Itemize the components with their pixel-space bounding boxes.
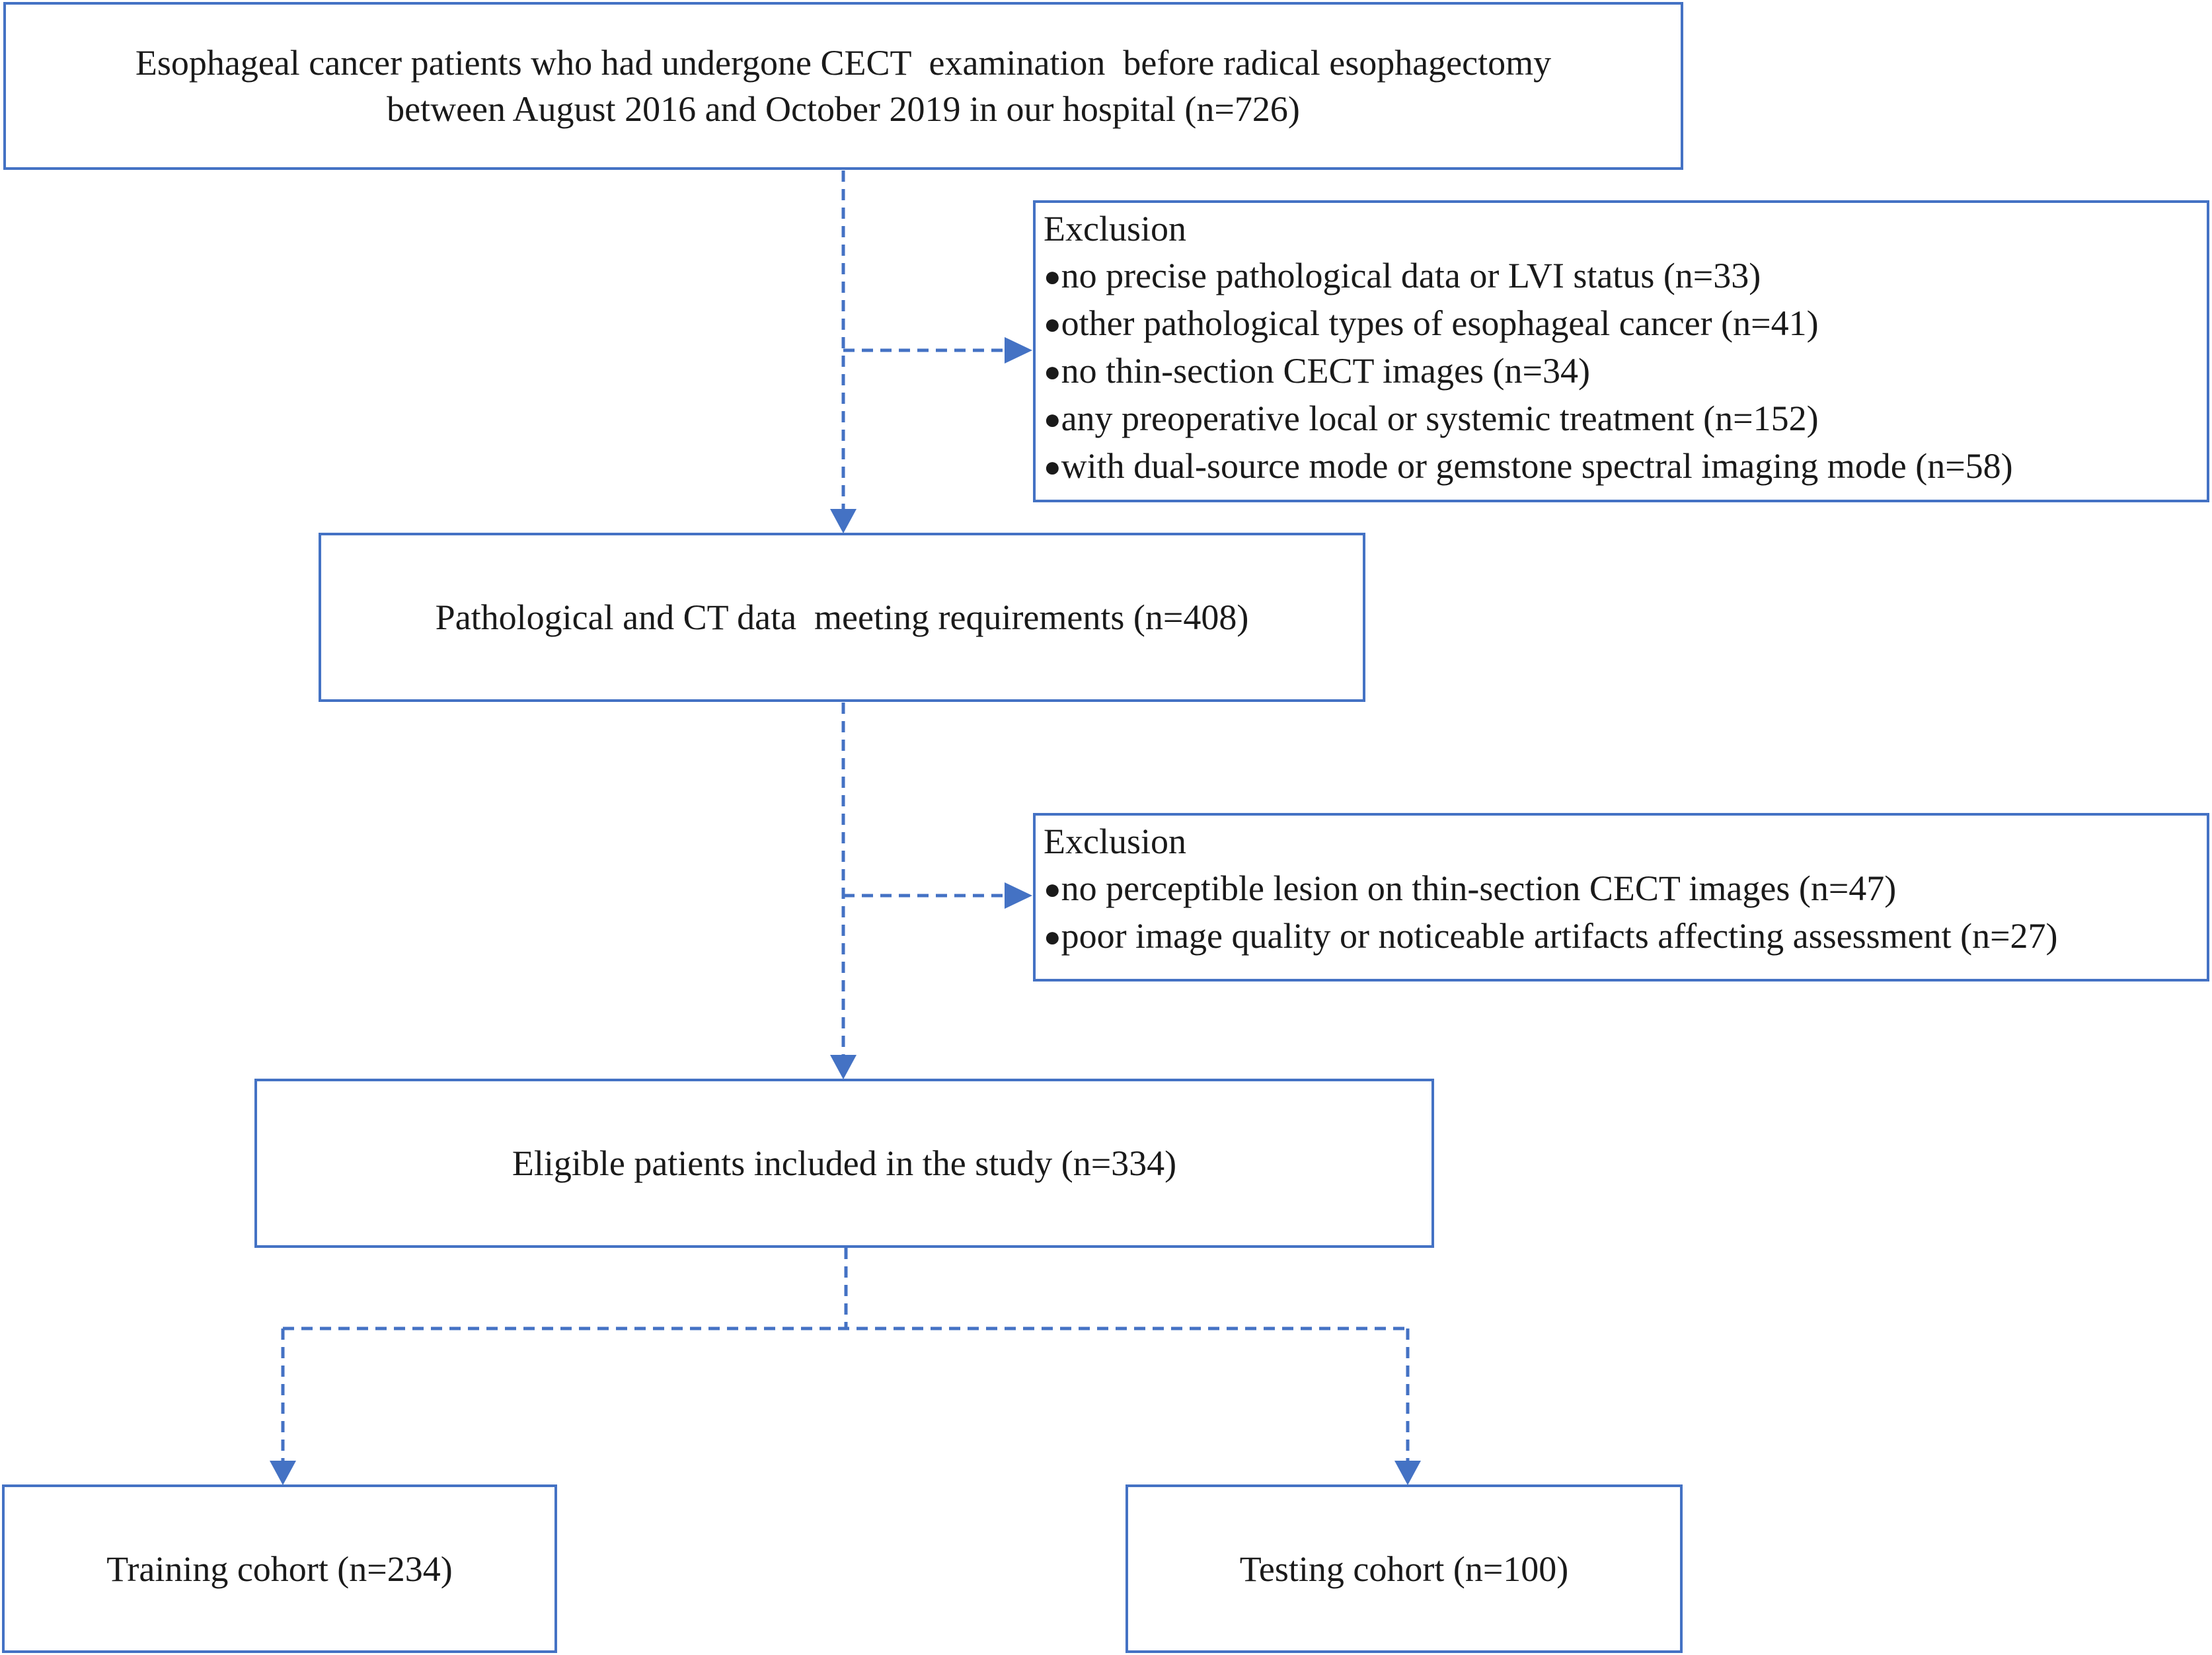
meeting-requirements-label: Pathological and CT data meeting require… bbox=[435, 597, 1249, 637]
exclusion-item: ●no precise pathological data or LVI sta… bbox=[1044, 252, 2207, 300]
exclusion-box-2: Exclusion ●no perceptible lesion on thin… bbox=[1033, 813, 2209, 981]
arrowhead-testing bbox=[1394, 1461, 1421, 1485]
training-cohort-label: Training cohort (n=234) bbox=[106, 1549, 453, 1589]
arrowhead-training bbox=[270, 1461, 296, 1485]
meeting-requirements-box: Pathological and CT data meeting require… bbox=[319, 533, 1365, 702]
exclusion-item-text: poor image quality or noticeable artifac… bbox=[1061, 916, 2058, 956]
bullet-icon: ● bbox=[1044, 403, 1061, 436]
exclusion-item: ●no perceptible lesion on thin-section C… bbox=[1044, 865, 2207, 913]
bullet-icon: ● bbox=[1044, 873, 1061, 905]
eligible-patients-label: Eligible patients included in the study … bbox=[512, 1143, 1177, 1183]
initial-cohort-line-2: between August 2016 and October 2019 in … bbox=[387, 89, 1300, 129]
exclusion-item: ●any preoperative local or systemic trea… bbox=[1044, 395, 2207, 443]
arrowhead-exclusion2 bbox=[1005, 882, 1032, 909]
exclusion-item-text: with dual-source mode or gemstone spectr… bbox=[1061, 446, 2013, 486]
initial-cohort-box: Esophageal cancer patients who had under… bbox=[3, 2, 1683, 170]
arrowhead-eligible bbox=[830, 1055, 857, 1079]
exclusion-item-text: no precise pathological data or LVI stat… bbox=[1061, 256, 1761, 295]
eligible-patients-box: Eligible patients included in the study … bbox=[254, 1079, 1434, 1248]
exclusion-item-text: no perceptible lesion on thin-section CE… bbox=[1061, 868, 1897, 908]
training-cohort-box: Training cohort (n=234) bbox=[2, 1484, 557, 1653]
exclusion-title-2: Exclusion bbox=[1044, 822, 1186, 861]
exclusion-item: ●with dual-source mode or gemstone spect… bbox=[1044, 443, 2207, 490]
exclusion-item-text: other pathological types of esophageal c… bbox=[1061, 303, 1819, 343]
exclusion-item: ●no thin-section CECT images (n=34) bbox=[1044, 348, 2207, 395]
exclusion-title-1: Exclusion bbox=[1044, 209, 1186, 249]
testing-cohort-box: Testing cohort (n=100) bbox=[1125, 1484, 1683, 1653]
bullet-icon: ● bbox=[1044, 921, 1061, 953]
testing-cohort-label: Testing cohort (n=100) bbox=[1239, 1549, 1569, 1589]
initial-cohort-line-1: Esophageal cancer patients who had under… bbox=[135, 43, 1552, 83]
bullet-icon: ● bbox=[1044, 451, 1061, 483]
arrowhead-meeting bbox=[830, 509, 857, 533]
exclusion-item: ●other pathological types of esophageal … bbox=[1044, 300, 2207, 348]
arrowhead-exclusion1 bbox=[1005, 337, 1032, 364]
exclusion-box-1: Exclusion ●no precise pathological data … bbox=[1033, 200, 2209, 502]
bullet-icon: ● bbox=[1044, 260, 1061, 293]
exclusion-item-text: no thin-section CECT images (n=34) bbox=[1061, 351, 1590, 391]
bullet-icon: ● bbox=[1044, 308, 1061, 340]
bullet-icon: ● bbox=[1044, 356, 1061, 388]
exclusion-item-text: any preoperative local or systemic treat… bbox=[1061, 399, 1819, 438]
exclusion-item: ●poor image quality or noticeable artifa… bbox=[1044, 913, 2207, 960]
